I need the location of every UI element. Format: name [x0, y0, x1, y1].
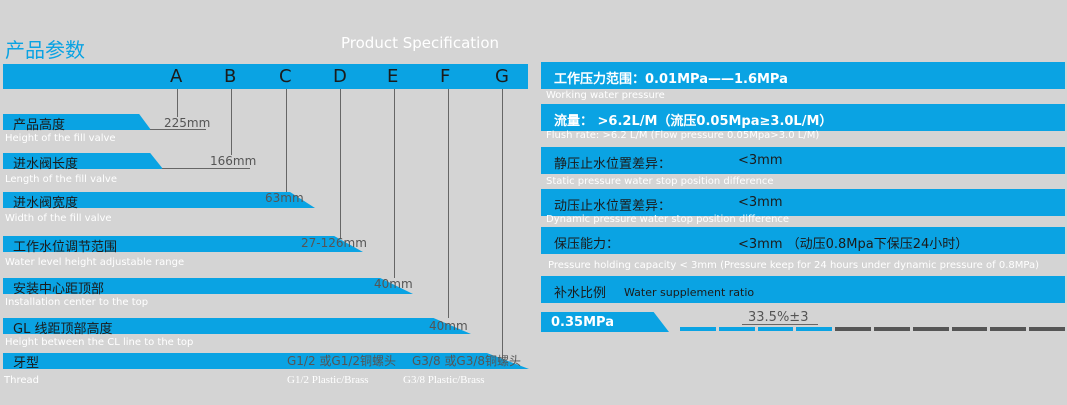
spec-en-flush-rate: Flush rate: >6.2 L/M (Flow pressure 0.05… [546, 130, 820, 141]
ratio-value-underline [742, 324, 818, 325]
letter-f: F [440, 66, 451, 87]
letter-a: A [170, 66, 183, 87]
spec-static-value: <3mm [738, 153, 783, 168]
dim-line-b [231, 89, 232, 155]
spec-holding-label: 保压能力： [554, 237, 620, 252]
row-en-installation: Installation center to the top [5, 297, 149, 308]
title-en: Product Specification [341, 34, 500, 52]
dim-line-a [177, 89, 178, 117]
spec-working-pressure: 工作压力范围：0.01MPa——1.6MPa [554, 72, 788, 87]
row-bar-thread [3, 353, 529, 369]
row-label-installation: 安装中心距顶部 [13, 282, 105, 297]
ratio-scale-segment [1029, 327, 1065, 331]
value-thread-b: G3/8 或G3/8铜螺头 [412, 354, 522, 368]
ratio-pressure: 0.35MPa [551, 315, 614, 330]
thread-en-b: G3/8 Plastic/Brass [403, 374, 485, 386]
letter-g: G [495, 66, 509, 87]
dim-line-f [448, 89, 449, 318]
ratio-scale [680, 0, 1065, 405]
value-length: 166mm [210, 154, 257, 168]
value-installation: 40mm [374, 277, 413, 291]
spec-bar-working-pressure [541, 62, 1065, 89]
row-en-height: Height of the fill valve [5, 133, 116, 144]
ratio-scale-segment [796, 327, 833, 331]
dim-line-c [286, 89, 287, 196]
spec-holding-value: <3mm （动压0.8Mpa下保压24小时） [738, 237, 969, 252]
underline-length [162, 168, 250, 169]
letter-d: D [333, 66, 347, 87]
spec-bar-flush-rate [541, 104, 1065, 131]
spec-en-dynamic: Dynamic pressure water stop position dif… [546, 214, 790, 225]
spec-dynamic-label: 动压止水位置差异： [554, 199, 672, 214]
ratio-pressure-bar [541, 312, 669, 332]
spec-bar-static [541, 147, 1065, 174]
letter-c: C [279, 66, 292, 87]
row-en-length: Length of the fill valve [5, 174, 118, 185]
ratio-scale-segment [680, 327, 716, 331]
thread-en-a: G1/2 Plastic/Brass [287, 374, 369, 386]
ratio-scale-segment [912, 327, 949, 331]
row-en-width: Width of the fill valve [5, 213, 112, 224]
value-gl-line: 40mm [429, 319, 468, 333]
row-en-water-level: Water level height adjustable range [5, 257, 185, 268]
ratio-value: 33.5%±3 [748, 310, 809, 325]
row-label-gl-line: GL 线距顶部高度 [13, 322, 113, 337]
spec-static-label: 静压止水位置差异： [554, 157, 672, 172]
spec-en-supplement: Water supplement ratio [624, 286, 755, 299]
value-height: 225mm [164, 116, 211, 130]
ratio-scale-segment [835, 327, 871, 331]
row-label-width: 进水阀宽度 [13, 196, 79, 211]
row-bar-length [3, 153, 163, 169]
ratio-scale-segment [990, 327, 1027, 331]
row-en-thread: Thread [4, 375, 39, 386]
spec-bar-holding [541, 227, 1065, 254]
spec-en-working-pressure: Working water pressure [546, 90, 665, 101]
ratio-scale-segment [951, 327, 988, 331]
row-bar-gl-line [3, 318, 471, 334]
spec-flush-rate: 流量： >6.2L/M（流压0.05Mpa≥3.0L/M） [554, 114, 833, 129]
spec-en-holding: Pressure holding capacity < 3mm (Pressur… [548, 260, 1039, 271]
value-thread-a: G1/2 或G1/2铜螺头 [287, 354, 397, 368]
dimension-letters-bar: A B C D E F G [3, 64, 528, 89]
row-label-height: 产品高度 [13, 118, 66, 133]
row-label-thread: 牙型 [13, 356, 40, 371]
row-bar-height [3, 114, 151, 130]
ratio-scale-segment [757, 327, 794, 331]
row-bar-water-level [3, 236, 363, 252]
underline-height [150, 129, 206, 130]
ratio-scale-segment [718, 327, 755, 331]
letter-e: E [387, 66, 399, 87]
title-cn: 产品参数 [5, 38, 85, 62]
ratio-scale-segment [874, 327, 910, 331]
row-bar-width [3, 192, 315, 208]
spec-supplement-label: 补水比例 [554, 286, 607, 301]
dim-line-d [340, 89, 341, 239]
spec-dynamic-value: <3mm [738, 195, 783, 210]
spec-bar-dynamic [541, 189, 1065, 216]
letter-b: B [224, 66, 237, 87]
dim-line-e [394, 89, 395, 278]
spec-en-static: Static pressure water stop position diff… [546, 176, 774, 187]
row-label-water-level: 工作水位调节范围 [13, 240, 118, 255]
row-en-gl-line: Height between the CL line to the top [5, 337, 194, 348]
value-width: 63mm [265, 191, 304, 205]
value-water-level: 27-126mm [301, 236, 367, 250]
row-bar-installation [3, 278, 413, 294]
row-label-length: 进水阀长度 [13, 157, 79, 172]
dim-line-g [502, 89, 503, 359]
spec-bar-supplement [541, 276, 1065, 303]
